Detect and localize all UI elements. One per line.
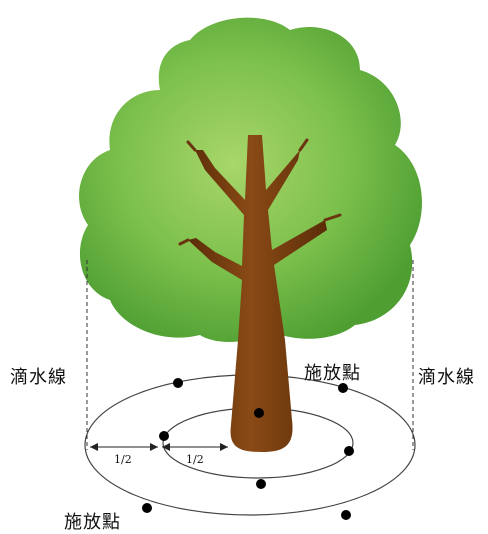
point-inner-left [159, 431, 169, 441]
point-outer-bottom-left [142, 503, 152, 513]
point-inner-right [344, 446, 354, 456]
drip-line-right-label: 滴水線 [418, 363, 475, 389]
point-outer-bottom-right [341, 510, 351, 520]
application-point-top-label: 施放點 [304, 359, 361, 385]
half-left-label: 1/2 [114, 453, 132, 466]
point-inner-bottom [256, 479, 266, 489]
half-right-label: 1/2 [186, 453, 204, 466]
drip-line-left-label: 滴水線 [10, 363, 67, 389]
application-point-bottom-label: 施放點 [64, 508, 121, 534]
point-outer-left-top [173, 378, 183, 388]
measurement-arrows: 1/2 1/2 [90, 443, 228, 466]
point-trunk-center [254, 408, 264, 418]
